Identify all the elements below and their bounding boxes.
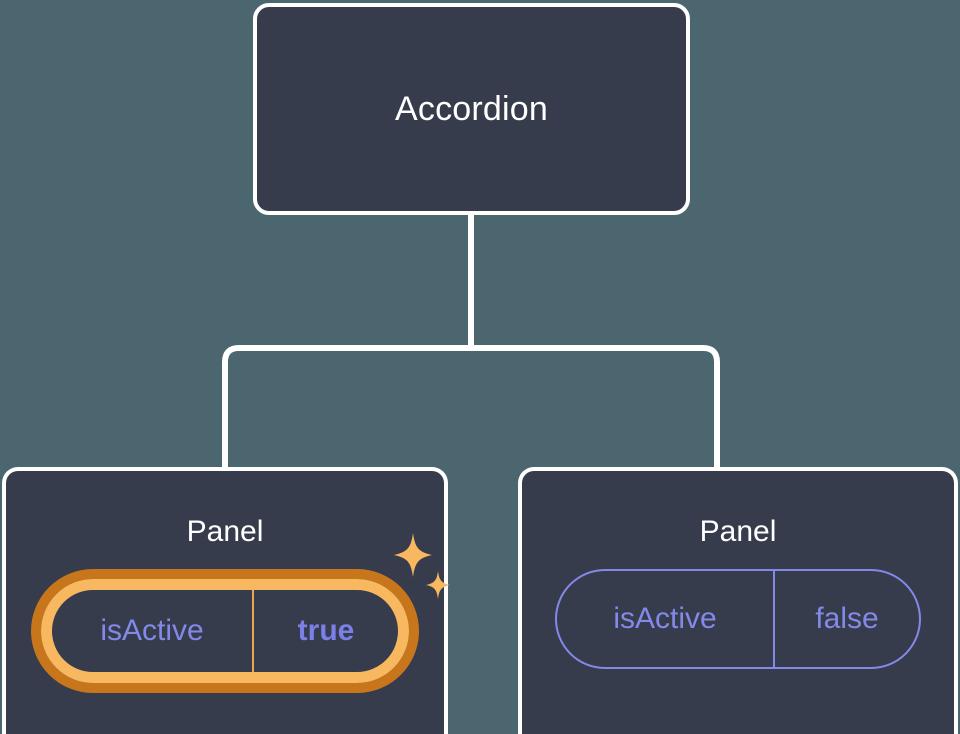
node-title: Panel [186, 515, 264, 548]
prop-pill-wrapper-inactive: isActive false [555, 569, 921, 669]
connector-branch-bar [222, 345, 720, 468]
prop-key-label: isActive [613, 602, 717, 635]
tree-node-accordion[interactable]: Accordion [253, 3, 690, 215]
prop-pill-highlight-ring: isActive true [31, 569, 419, 693]
node-title: Accordion [395, 90, 548, 128]
tree-node-panel-active[interactable]: Panel isActive true [2, 467, 450, 734]
prop-key-label: isActive [100, 614, 204, 647]
tree-node-panel-inactive[interactable]: Panel isActive false [518, 467, 958, 734]
prop-value-label: false [773, 571, 919, 667]
prop-pill-isactive-true[interactable]: isActive true [41, 579, 409, 683]
prop-value-label: true [252, 590, 398, 672]
node-title: Panel [699, 515, 777, 548]
prop-pill-wrapper-active: isActive true [31, 533, 450, 693]
prop-pill-isactive-false[interactable]: isActive false [555, 569, 921, 669]
